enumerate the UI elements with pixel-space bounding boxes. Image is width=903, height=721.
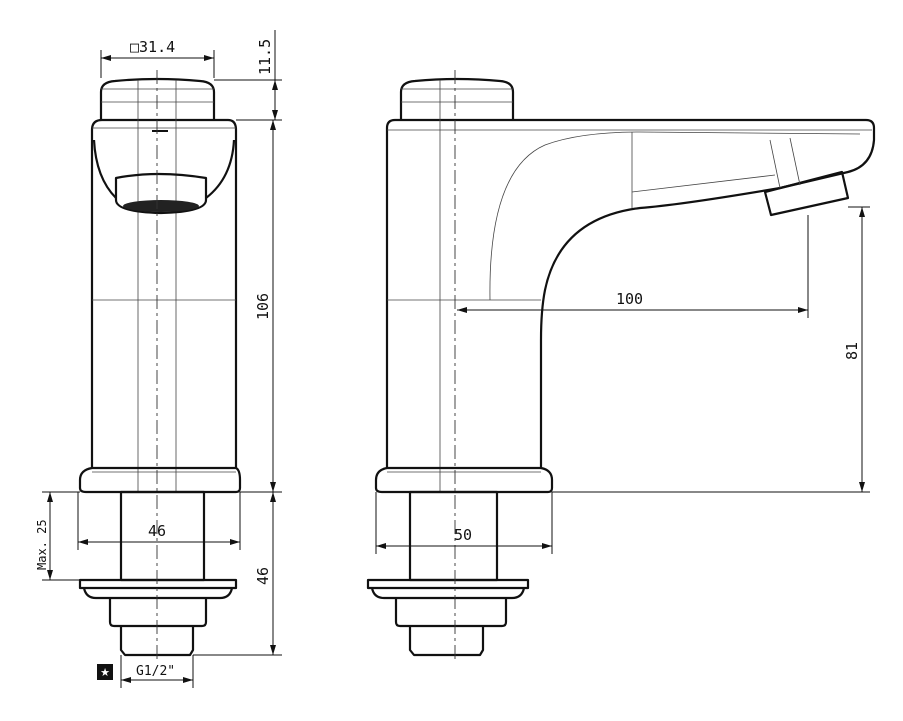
front-deck-plate [78,578,238,600]
front-cap [99,77,216,120]
spout-reach-label: 100 [616,290,643,308]
front-nut [108,598,208,628]
front-view: □31.4 11.5 106 46 Max. 25 46 G1/2" ★ [35,30,282,688]
front-aerator [114,172,208,215]
thread-label: G1/2" [136,664,175,679]
svg-text:★: ★ [100,666,110,679]
side-body-spout [385,118,876,468]
front-thread [119,626,195,657]
front-base-width-label: 46 [148,522,166,540]
side-aerator [763,170,850,217]
side-view: 100 81 50 [366,70,876,660]
side-cap [399,77,515,120]
cap-height-label: 11.5 [256,39,274,75]
side-base-width-label: 50 [454,526,472,544]
front-base [78,466,242,494]
side-deck-plate [366,578,530,600]
front-body [90,118,238,468]
side-base [374,466,554,494]
side-thread [408,626,485,657]
spout-height-label: 81 [843,342,861,360]
shank-length-label: 46 [254,567,272,585]
star-icon: ★ [97,664,113,680]
side-nut [394,598,508,628]
cap-size-label: □31.4 [130,38,175,56]
max-deck-thickness-label: Max. 25 [35,519,49,570]
body-height-label: 106 [254,293,272,320]
